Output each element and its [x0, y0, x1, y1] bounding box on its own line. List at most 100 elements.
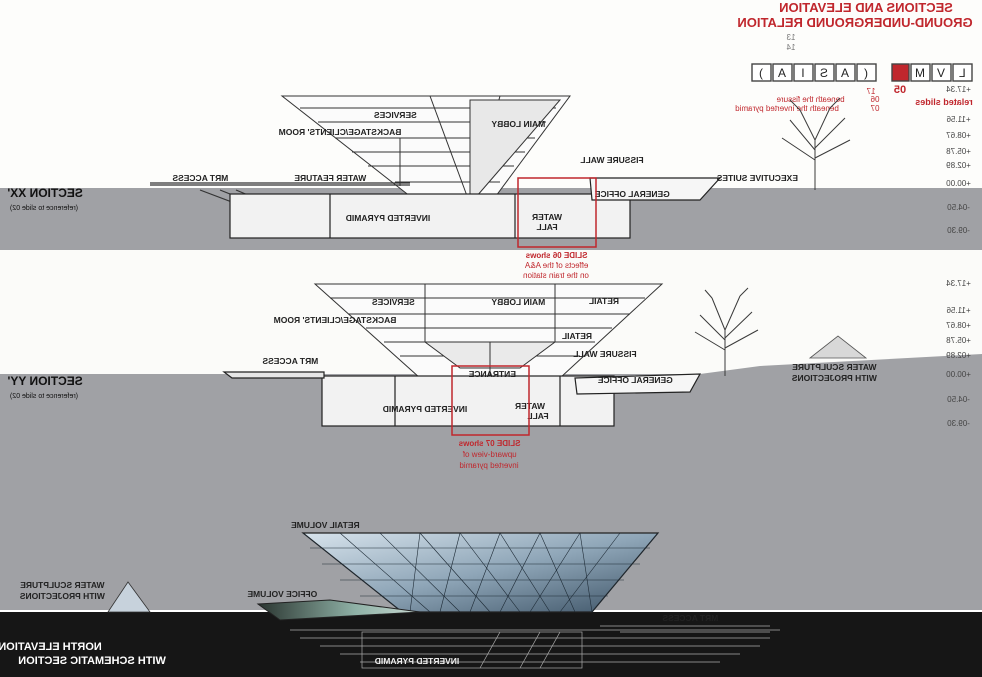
north-elevation: RETAIL VOLUME OFFICE VOLUME MRT ACCESS W…	[0, 520, 780, 669]
svg-text:+08.67: +08.67	[946, 321, 971, 330]
svg-text:-09.30: -09.30	[947, 226, 970, 235]
section-yy-ref: (reference to slide 02)	[10, 393, 78, 400]
svg-text:+02.89: +02.89	[946, 351, 971, 360]
svg-text:+05.78: +05.78	[946, 336, 971, 345]
svg-text:+08.67: +08.67	[946, 131, 971, 140]
svg-text:V: V	[937, 66, 945, 80]
svg-text:upward-view of: upward-view of	[462, 450, 517, 459]
label-entrance-yy: ENTRANCE	[468, 369, 516, 379]
page-number-14: 14	[786, 43, 795, 52]
svg-text:+17.34: +17.34	[946, 85, 971, 94]
svg-text:effects of the A&A: effects of the A&A	[524, 261, 588, 270]
section-xx-title: SECTION XX'	[7, 186, 83, 200]
label-retail-volume: RETAIL VOLUME	[291, 520, 360, 530]
letter-box-a2[interactable]: A	[772, 63, 793, 82]
retail-volume	[301, 532, 660, 613]
letter-box-active[interactable]	[891, 63, 910, 82]
label-services-xx: SERVICES	[374, 110, 417, 120]
svg-text:+05.78: +05.78	[946, 147, 971, 156]
svg-text:+02.89: +02.89	[946, 161, 971, 170]
label-water-sculpture-yy-1: WATER SCULPTURE	[792, 362, 877, 372]
label-inverted-pyramid-elev: INVERTED PYRAMID	[375, 656, 460, 666]
label-water-yy: WATER	[515, 401, 545, 411]
label-retail-top-yy: RETAIL	[589, 296, 619, 306]
label-general-office-yy: GENERAL OFFICE	[598, 375, 673, 385]
section-yy: +17.34 +11.56 +08.67 +05.78 +02.89 +00.0…	[7, 279, 971, 470]
svg-text:A: A	[841, 66, 849, 80]
schematic-section	[290, 625, 780, 669]
glass-pyramid-yy	[808, 335, 868, 359]
label-backstage-yy: BACKSTAGE/CLIENTS' ROOM	[274, 315, 397, 325]
elevation-title-2: WITH SCHEMATIC SECTION	[18, 655, 166, 667]
svg-text:on the train station: on the train station	[523, 271, 589, 280]
label-inverted-pyramid-yy: INVERTED PYRAMID	[383, 404, 468, 414]
inverted-pyramid-yy	[313, 283, 664, 379]
tree-icon-xx	[781, 97, 851, 190]
svg-text:beneath the inverted pyramid: beneath the inverted pyramid	[735, 104, 839, 113]
highlight-box-yy[interactable]	[451, 365, 530, 436]
elevation-ground-band	[0, 612, 982, 677]
level-markers-xx: +17.34 +11.56 +08.67 +05.78 +02.89 +00.0…	[946, 85, 971, 235]
label-mrt-access-yy: MRT ACCESS	[262, 356, 318, 366]
label-fall-yy: FALL	[527, 411, 548, 421]
slide-ref-07[interactable]: 07 beneath the inverted pyramid	[735, 104, 879, 113]
label-fall-xx: FALL	[536, 222, 557, 232]
highlight-box-xx[interactable]	[517, 177, 597, 248]
section-xx-ref: (reference to slide 02)	[10, 205, 78, 212]
svg-text:M: M	[915, 66, 925, 80]
label-inverted-pyramid-xx: INVERTED PYRAMID	[346, 213, 431, 223]
letter-boxes: ) A I S A ( M V L	[751, 63, 973, 82]
tree-icon-yy	[694, 287, 759, 376]
label-backstage-xx: BACKSTAGE/CLIENTS' ROOM	[279, 127, 402, 137]
page-number-13: 13	[786, 33, 795, 42]
letter-box-open-paren[interactable]: (	[856, 63, 877, 82]
svg-text:SLIDE 06 shows: SLIDE 06 shows	[525, 251, 587, 260]
svg-text:+17.34: +17.34	[946, 279, 971, 288]
slide-number: 05	[894, 84, 906, 96]
label-general-office-xx: GENERAL OFFICE	[595, 189, 670, 199]
label-water-feature-xx: WATER FEATURE	[294, 173, 366, 183]
header: SECTIONS AND ELEVATION GROUND-UNDERGROUN…	[737, 0, 972, 30]
svg-text:+11.56: +11.56	[946, 306, 971, 315]
letter-box-s[interactable]: S	[814, 63, 835, 82]
slide-ref-17: 17	[866, 87, 875, 96]
letter-box-i[interactable]: I	[793, 63, 814, 82]
svg-text:+00.00: +00.00	[946, 370, 971, 379]
letter-box-close-paren[interactable]: )	[751, 63, 772, 82]
section-xx: +17.34 +11.56 +08.67 +05.78 +02.89 +00.0…	[7, 85, 971, 280]
label-main-lobby-xx: MAIN LOBBY	[491, 119, 545, 129]
svg-text:beneath the fissure: beneath the fissure	[776, 95, 845, 104]
label-fissure-wall-yy: FISSURE WALL	[573, 349, 636, 359]
related-slides-label: related slides	[915, 97, 973, 107]
ground-band-yy	[0, 354, 982, 610]
svg-text:+00.00: +00.00	[946, 179, 971, 188]
svg-text:-04.50: -04.50	[947, 395, 970, 404]
label-mrt-access-xx: MRT ACCESS	[172, 173, 228, 183]
label-water-xx: WATER	[532, 212, 562, 222]
label-retail-mid-yy: RETAIL	[562, 331, 592, 341]
underground-yy	[222, 371, 702, 427]
label-mrt-access-elev: MRT ACCESS	[662, 613, 718, 623]
label-fissure-wall-xx: FISSURE WALL	[580, 155, 643, 165]
label-main-lobby-yy: MAIN LOBBY	[491, 297, 545, 307]
elevation-title-1: NORTH ELEVATION	[0, 641, 102, 653]
letter-box-m[interactable]: M	[910, 63, 931, 82]
svg-text:SLIDE 07 shows: SLIDE 07 shows	[458, 439, 520, 448]
letter-box-v[interactable]: V	[931, 63, 952, 82]
letter-box-l[interactable]: L	[952, 63, 973, 82]
label-services-yy: SERVICES	[372, 297, 415, 307]
svg-text:inverted pyramid: inverted pyramid	[459, 461, 518, 470]
label-water-sculpture-yy-2: WITH PROJECTIONS	[791, 373, 876, 383]
svg-text:07: 07	[870, 104, 879, 113]
note-yy: SLIDE 07 shows upward-view of inverted p…	[458, 439, 520, 470]
svg-text:-09.30: -09.30	[947, 419, 970, 428]
svg-text:A: A	[778, 66, 786, 80]
office-volume	[256, 599, 421, 621]
slide-ref-06[interactable]: 06 beneath the fissure	[776, 95, 879, 104]
svg-text:L: L	[959, 66, 966, 80]
underground-xx	[229, 177, 722, 239]
svg-text:I: I	[801, 66, 804, 80]
svg-text:-04.50: -04.50	[947, 203, 970, 212]
letter-box-a1[interactable]: A	[835, 63, 856, 82]
